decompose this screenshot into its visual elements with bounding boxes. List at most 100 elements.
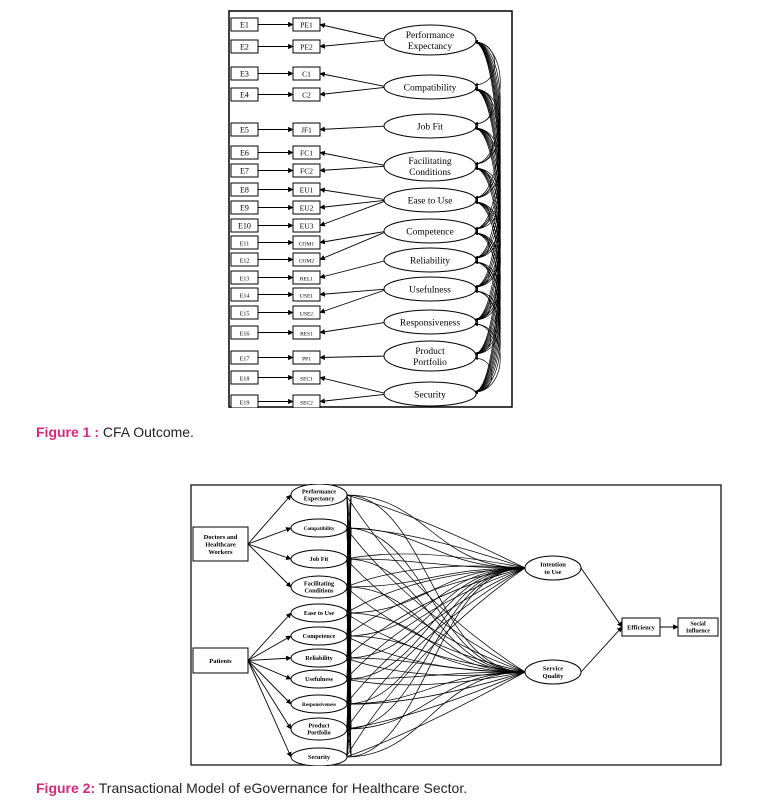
outcome-efficiency-arrow	[580, 567, 623, 628]
loading-arrow	[319, 393, 389, 404]
indicator-label: SEC1	[300, 377, 313, 383]
model-outcome-label-line: Quality	[543, 673, 565, 680]
latent-construct	[383, 218, 477, 244]
factor-outcome-path	[345, 527, 526, 673]
latent-construct-label: Security	[414, 390, 446, 400]
factor-outcome-path	[345, 671, 526, 758]
model-factor-label: Competence	[303, 633, 336, 640]
model-factor-label: Usefulness	[305, 676, 333, 683]
factor-outcome-path	[345, 567, 526, 705]
latent-construct-label: Job Fit	[417, 122, 443, 132]
model-factor-label-line: Ease to Use	[304, 610, 334, 617]
efficiency-box	[621, 617, 661, 637]
loading-arrow	[319, 199, 389, 210]
indicator-box	[292, 200, 321, 215]
group-factor-arrow	[247, 660, 292, 758]
loading-arrow	[319, 321, 389, 335]
factor-outcome-path	[345, 494, 526, 675]
indicator-box	[292, 182, 321, 197]
latent-construct-label-line: Competence	[406, 227, 453, 237]
error-term-box	[230, 270, 259, 285]
factor-outcome-path	[345, 567, 526, 614]
group-factor-arrow	[247, 527, 292, 545]
factor-outcome-path	[345, 527, 526, 569]
model-factor-label-line: Security	[308, 754, 331, 761]
indicator-label: USE1	[300, 294, 313, 300]
latent-construct-label: Usefulness	[409, 284, 451, 295]
factor-outcome-path	[345, 671, 526, 705]
indicator-label: FC2	[300, 167, 313, 176]
error-term-label: E19	[240, 401, 250, 407]
model-factor	[290, 669, 348, 689]
indicator-label: JF1	[301, 126, 312, 135]
latent-construct-label-line: Reliability	[410, 256, 450, 266]
error-term-label: E3	[240, 70, 249, 79]
factor-outcome-path	[345, 565, 526, 680]
factor-outcome-paths	[345, 494, 526, 758]
factor-outcome-path	[345, 494, 526, 569]
indicator-box	[292, 350, 321, 365]
group-factor-arrow	[247, 660, 292, 705]
factor-correlation	[346, 703, 352, 758]
loading-arrow	[319, 288, 389, 297]
group-factor-arrow	[247, 543, 292, 560]
loading-arrow	[319, 86, 389, 97]
latent-construct	[383, 381, 477, 407]
error-term-label: E16	[240, 332, 250, 338]
social-influence-label-line: Social	[690, 622, 706, 628]
error-term-label: E15	[240, 312, 250, 318]
indicator-label: EU2	[300, 204, 314, 213]
stakeholder-group-label-line: Healthcare	[205, 541, 236, 548]
indicator-box	[292, 163, 321, 178]
indicator-box	[292, 325, 321, 340]
factor-outcome-path	[345, 527, 526, 675]
latent-construct	[383, 24, 477, 56]
model-factor-label-line: Reliability	[305, 655, 333, 662]
indicator-box	[292, 66, 321, 81]
cfa-diagram-svg: E1E2E3E4E5E6E7E8E9E10E11E12E13E14E15E16E…	[228, 10, 513, 409]
figure-2-label: Figure 2:	[36, 780, 96, 796]
latent-construct-label-line: Responsiveness	[400, 318, 460, 328]
error-term-box	[230, 235, 259, 250]
stakeholder-group-box	[192, 647, 249, 674]
model-factor	[290, 648, 348, 668]
indicator-label: C2	[302, 91, 311, 100]
model-factor-label-line: Product	[308, 723, 330, 730]
model-factor	[290, 518, 348, 538]
latent-construct-label: Compatibility	[404, 83, 457, 93]
covariance-arc	[473, 165, 501, 232]
factor-outcome-path	[345, 671, 526, 730]
factor-outcome-path	[345, 565, 526, 758]
group-factor-arrow	[247, 612, 292, 661]
model-factor	[290, 549, 348, 569]
indicator-box	[292, 235, 321, 250]
figure-2-caption-text: Transactional Model of eGovernance for H…	[95, 780, 468, 796]
model-factor-label: Compatibility	[304, 526, 335, 532]
indicator-label: PE1	[300, 21, 313, 30]
latent-construct-label-line: Security	[414, 390, 446, 400]
model-outcome	[524, 555, 582, 581]
factor-outcome-path	[345, 558, 526, 571]
model-factor-label-line: Job Fit	[310, 556, 330, 563]
model-factor-label: Security	[308, 754, 331, 761]
model-factor	[290, 575, 348, 599]
indicator-label: EU3	[300, 222, 314, 231]
indicator-box	[292, 370, 321, 385]
latent-construct-label-line: Portfolio	[413, 357, 447, 368]
indicator-box	[292, 122, 321, 137]
loading-arrow	[319, 187, 389, 201]
model-factor-label-line: Facilitating	[304, 581, 335, 588]
error-term-box	[230, 163, 259, 178]
factor-outcome-path	[345, 567, 526, 659]
error-term-box	[230, 17, 259, 32]
indicator-label: COM2	[299, 259, 315, 265]
group-factor-arrow	[247, 660, 292, 730]
error-term-label: E1	[240, 21, 249, 30]
